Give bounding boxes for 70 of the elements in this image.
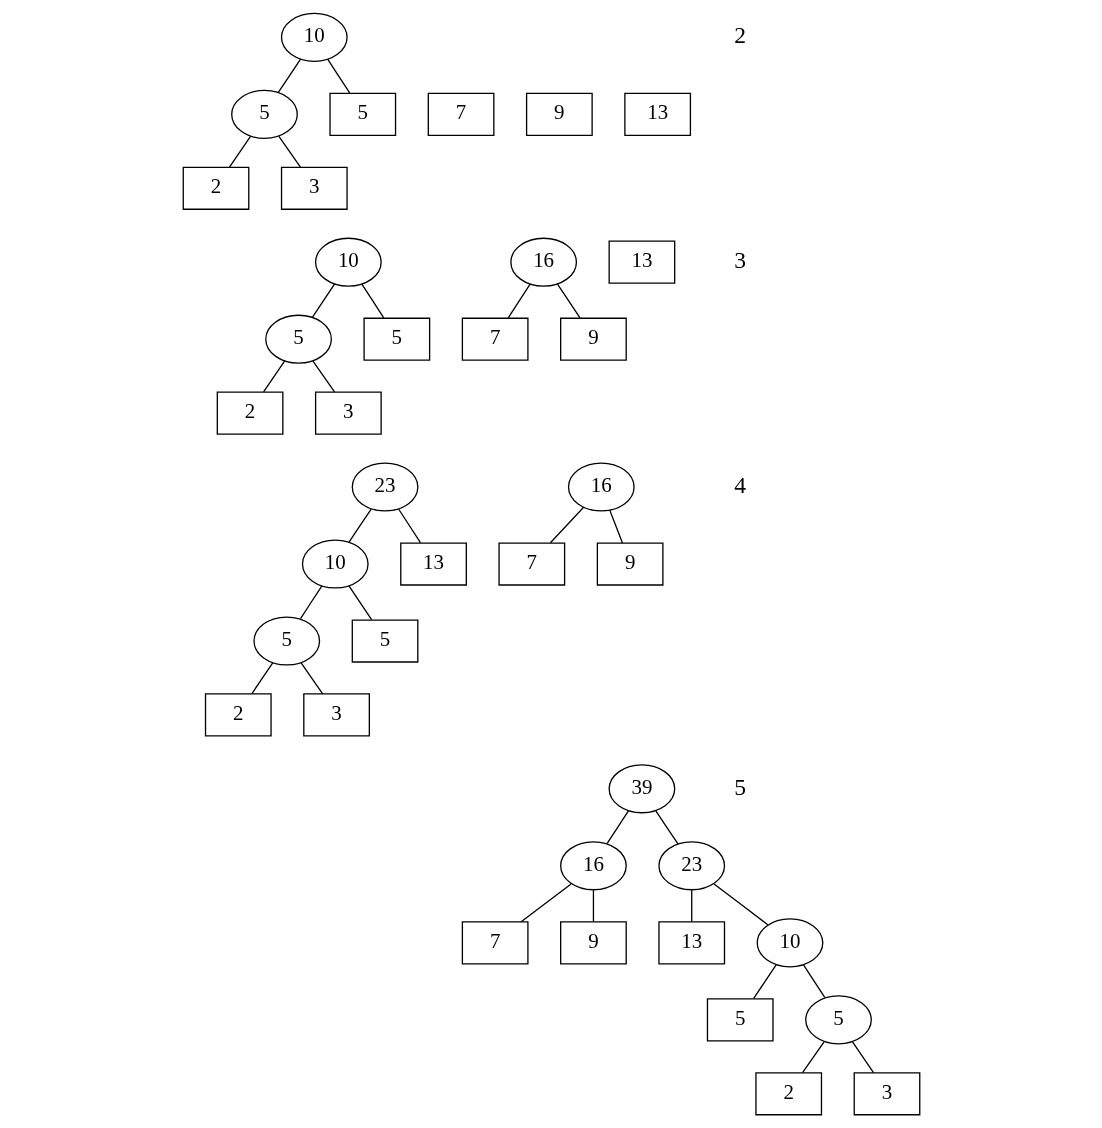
- node-box: 5: [328, 92, 396, 136]
- node-ellipse: 5: [230, 89, 298, 139]
- connector: [277, 58, 301, 94]
- connector: [250, 662, 273, 695]
- connector: [397, 508, 421, 544]
- connector: [606, 810, 629, 845]
- connector: [851, 1041, 874, 1074]
- node-ellipse: 5: [264, 314, 332, 364]
- connector: [277, 135, 301, 168]
- node-box: 13: [608, 240, 675, 284]
- connector: [311, 360, 335, 393]
- node-box: 7: [461, 317, 529, 361]
- connector: [347, 508, 372, 543]
- connector: [752, 964, 777, 1000]
- label: 2: [733, 22, 746, 49]
- node-box: 2: [754, 1072, 822, 1116]
- node-box: 13: [657, 921, 725, 965]
- node-ellipse: 5: [252, 616, 320, 666]
- connector: [348, 585, 372, 621]
- node-ellipse: 39: [608, 764, 675, 814]
- node-box: 13: [623, 92, 691, 136]
- node-box: 5: [362, 317, 430, 361]
- connector: [802, 964, 825, 999]
- node-ellipse: 16: [559, 841, 627, 891]
- node-box: 3: [314, 391, 382, 435]
- node-ellipse: 10: [314, 237, 382, 287]
- connector: [360, 283, 384, 319]
- connector: [690, 889, 692, 923]
- node-box: 2: [182, 166, 249, 210]
- connector: [712, 883, 768, 926]
- connector: [654, 810, 679, 845]
- node-box: 9: [525, 92, 593, 136]
- connector: [228, 135, 251, 168]
- connector: [592, 889, 594, 923]
- node-box: 3: [853, 1072, 920, 1116]
- node-box: 9: [559, 921, 627, 965]
- node-ellipse: 10: [280, 12, 348, 62]
- connector: [520, 883, 572, 923]
- node-ellipse: 23: [657, 841, 725, 891]
- label: 4: [733, 471, 746, 498]
- label: 5: [733, 773, 746, 800]
- node-box: 3: [302, 693, 370, 737]
- connector: [549, 506, 584, 544]
- node-box: 9: [596, 542, 664, 586]
- node-box: 2: [216, 391, 283, 435]
- node-ellipse: 16: [567, 462, 635, 512]
- node-ellipse: 5: [804, 995, 872, 1045]
- node-ellipse: 10: [301, 539, 369, 589]
- node-box: 7: [427, 92, 494, 136]
- connector: [299, 585, 322, 620]
- connector: [507, 283, 531, 319]
- connector: [556, 283, 581, 319]
- connector: [311, 283, 335, 318]
- node-box: 5: [351, 619, 418, 663]
- connector: [608, 509, 623, 544]
- node-box: 2: [204, 693, 272, 737]
- node-box: 13: [399, 542, 467, 586]
- label: 3: [733, 246, 746, 273]
- connector: [326, 58, 350, 94]
- node-box: 5: [706, 998, 774, 1042]
- connector: [300, 662, 323, 695]
- node-box: 7: [461, 921, 529, 965]
- node-ellipse: 16: [509, 237, 577, 287]
- node-ellipse: 10: [756, 918, 823, 968]
- node-box: 7: [497, 542, 565, 586]
- node-ellipse: 23: [351, 462, 418, 512]
- node-box: 9: [559, 317, 627, 361]
- connector: [262, 360, 285, 393]
- connector: [801, 1041, 825, 1074]
- node-box: 3: [280, 166, 348, 210]
